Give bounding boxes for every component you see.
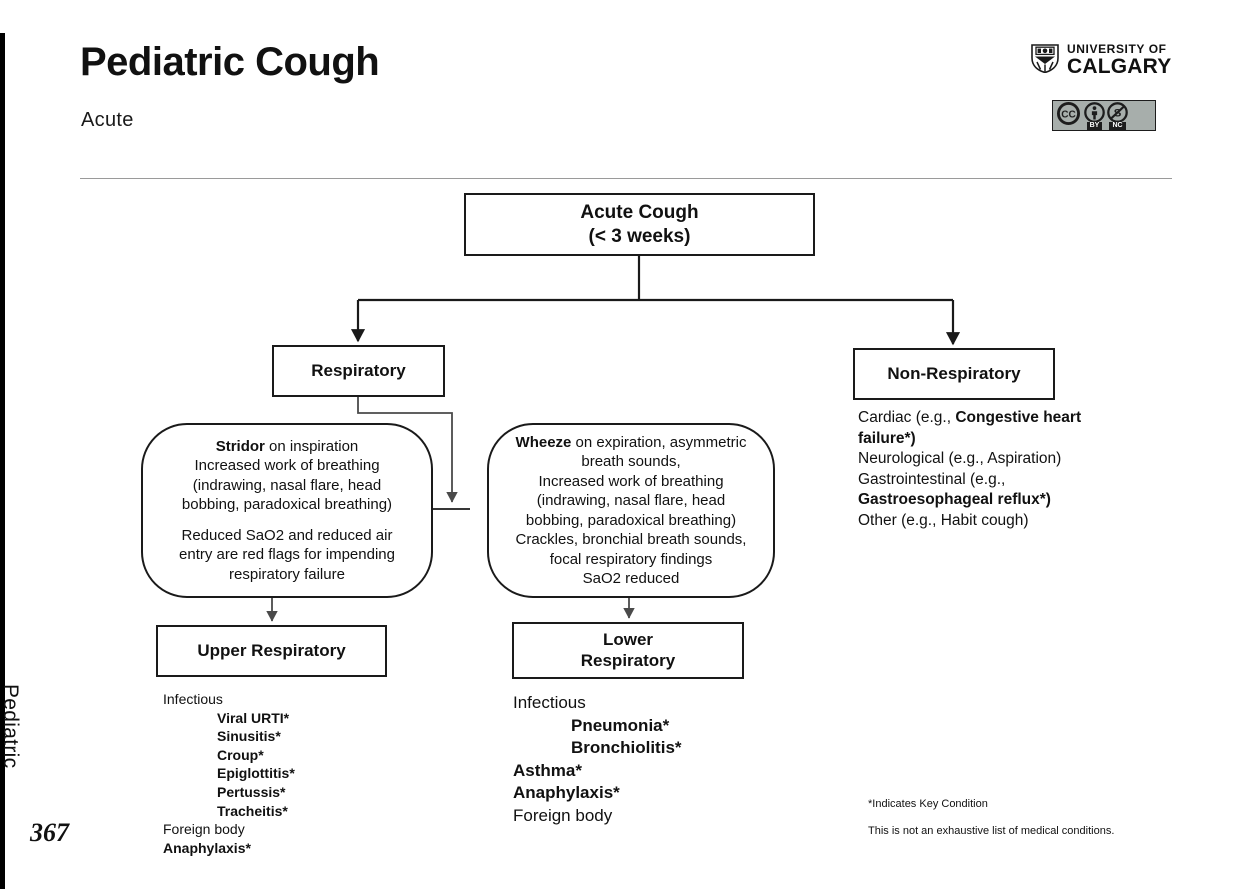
wheeze-lead-bold: Wheeze [515,433,572,451]
list-item-label: Pneumonia* [571,715,670,735]
cc-nc-clause: S NC [1107,101,1128,130]
footnote-key-condition: *Indicates Key Condition [868,798,988,810]
stridor-spacer [179,515,395,526]
list-item-label: Foreign body [163,821,245,838]
wheeze-line-2: breath sounds, [581,453,681,470]
list-item: Pertussis* [163,783,413,802]
node-wheeze-findings[interactable]: Wheeze on expiration, asymmetric breath … [487,423,775,598]
list-item: Foreign body [513,805,773,828]
node-acute-cough-line2: (< 3 weeks) [588,225,691,247]
list-non-respiratory-causes: Cardiac (e.g., Congestive heart failure*… [858,408,1103,532]
stridor-line-5: Reduced SaO2 and reduced air [181,526,393,544]
page-title: Pediatric Cough [80,40,380,84]
list-item: Tracheitis* [163,802,413,821]
stridor-line-1: Stridor on inspiration [179,437,395,457]
list-item-label: Asthma* [513,760,582,780]
stridor-line-3: (indrawing, nasal flare, head [192,476,382,494]
list-item: Bronchiolitis* [513,737,773,760]
cc-circle-icon: CC [1057,101,1080,130]
list-item: Gastroesophageal reflux*) [858,491,1051,509]
university-logo: UNIVERSITY OF CALGARY [1030,42,1171,78]
node-lower-line1: Lower [602,629,654,649]
list-item-label: Bronchiolitis* [571,738,682,758]
wheeze-line-1: Wheeze on expiration, asymmetric [516,433,747,453]
wheeze-lead-rest: on expiration, asymmetric [571,433,747,451]
list-item-label: Pertussis* [217,784,286,801]
list-item: Anaphylaxis* [163,839,413,858]
wheeze-line-5: bobbing, paradoxical breathing) [525,511,737,529]
page-number: 367 [30,818,69,847]
list-item: Foreign body [163,820,413,839]
list-item: Pneumonia* [513,715,773,738]
cc-by-label: BY [1086,121,1103,130]
wheeze-line-6: Crackles, bronchial breath sounds, [515,531,747,548]
stridor-line-7: respiratory failure [229,565,345,583]
list-item: Sinusitis* [163,727,413,746]
header-divider [80,178,1172,179]
footnote-disclaimer: This is not an exhaustive list of medica… [868,825,1115,837]
wheeze-line-8: SaO2 reduced [582,570,680,587]
stridor-lead-bold: Stridor [215,437,265,455]
list-item-label: Foreign body [513,806,613,826]
page-subtitle: Acute [81,109,134,131]
node-acute-cough[interactable]: Acute Cough (< 3 weeks) [464,193,815,256]
node-lower-respiratory[interactable]: Lower Respiratory [512,622,744,679]
university-wordmark: UNIVERSITY OF CALGARY [1067,43,1171,77]
list-item-label: Tracheitis* [217,802,288,819]
node-acute-cough-line1: Acute Cough [580,202,699,224]
stridor-line-4: bobbing, paradoxical breathing) [181,496,393,514]
left-accent-bar [0,33,5,889]
list-item-label: Anaphylaxis* [163,839,251,856]
node-lower-line2: Respiratory [580,650,676,670]
node-stridor-findings[interactable]: Stridor on inspiration Increased work of… [141,423,433,598]
list-item-label: Anaphylaxis* [513,783,620,803]
node-respiratory[interactable]: Respiratory [272,345,445,397]
wheeze-line-4: (indrawing, nasal flare, head [536,492,726,509]
cc-by-clause: BY [1084,101,1105,130]
list-item: Infectious [513,692,773,715]
list-item-label: Epiglottitis* [217,765,295,782]
list-item: Congestive heart failure*) [858,409,1086,447]
list-item-label: Viral URTI* [217,709,290,726]
wheeze-line-7: focal respiratory findings [549,550,713,568]
list-item: Viral URTI* [163,709,413,728]
list-item-label: Infectious [163,691,223,707]
cc-nc-label: NC [1109,121,1126,130]
list-item: Neurological (e.g., Aspiration) [858,450,1062,468]
university-name-line2: CALGARY [1067,55,1172,78]
node-upper-respiratory[interactable]: Upper Respiratory [156,625,387,677]
list-item: Asthma* [513,760,773,783]
list-item-label: Infectious [513,693,586,712]
list-item: Gastrointestinal (e.g., [858,470,1010,488]
stridor-line-2: Increased work of breathing [194,457,380,475]
list-item: Epiglottitis* [163,764,413,783]
cc-clause-icons: BY S NC [1084,101,1128,130]
list-item: Anaphylaxis* [513,782,773,805]
list-item: Cardiac (e.g., [858,409,956,426]
stridor-lead-rest: on inspiration [264,437,359,455]
list-item-label: Croup* [217,746,264,763]
cc-license-badge[interactable]: CC BY S NC [1052,100,1156,131]
node-non-respiratory[interactable]: Non-Respiratory [853,348,1055,400]
svg-text:CC: CC [1061,109,1076,120]
list-item: Infectious [163,690,413,709]
stridor-line-6: entry are red flags for impending [179,546,395,564]
wheeze-line-3: Increased work of breathing [538,472,724,490]
university-crest-icon [1030,42,1060,78]
university-name-line1: UNIVERSITY OF [1067,42,1167,56]
list-item: Croup* [163,746,413,765]
list-item-label: Sinusitis* [217,728,281,745]
list-item: Other (e.g., Habit cough) [858,512,1029,530]
